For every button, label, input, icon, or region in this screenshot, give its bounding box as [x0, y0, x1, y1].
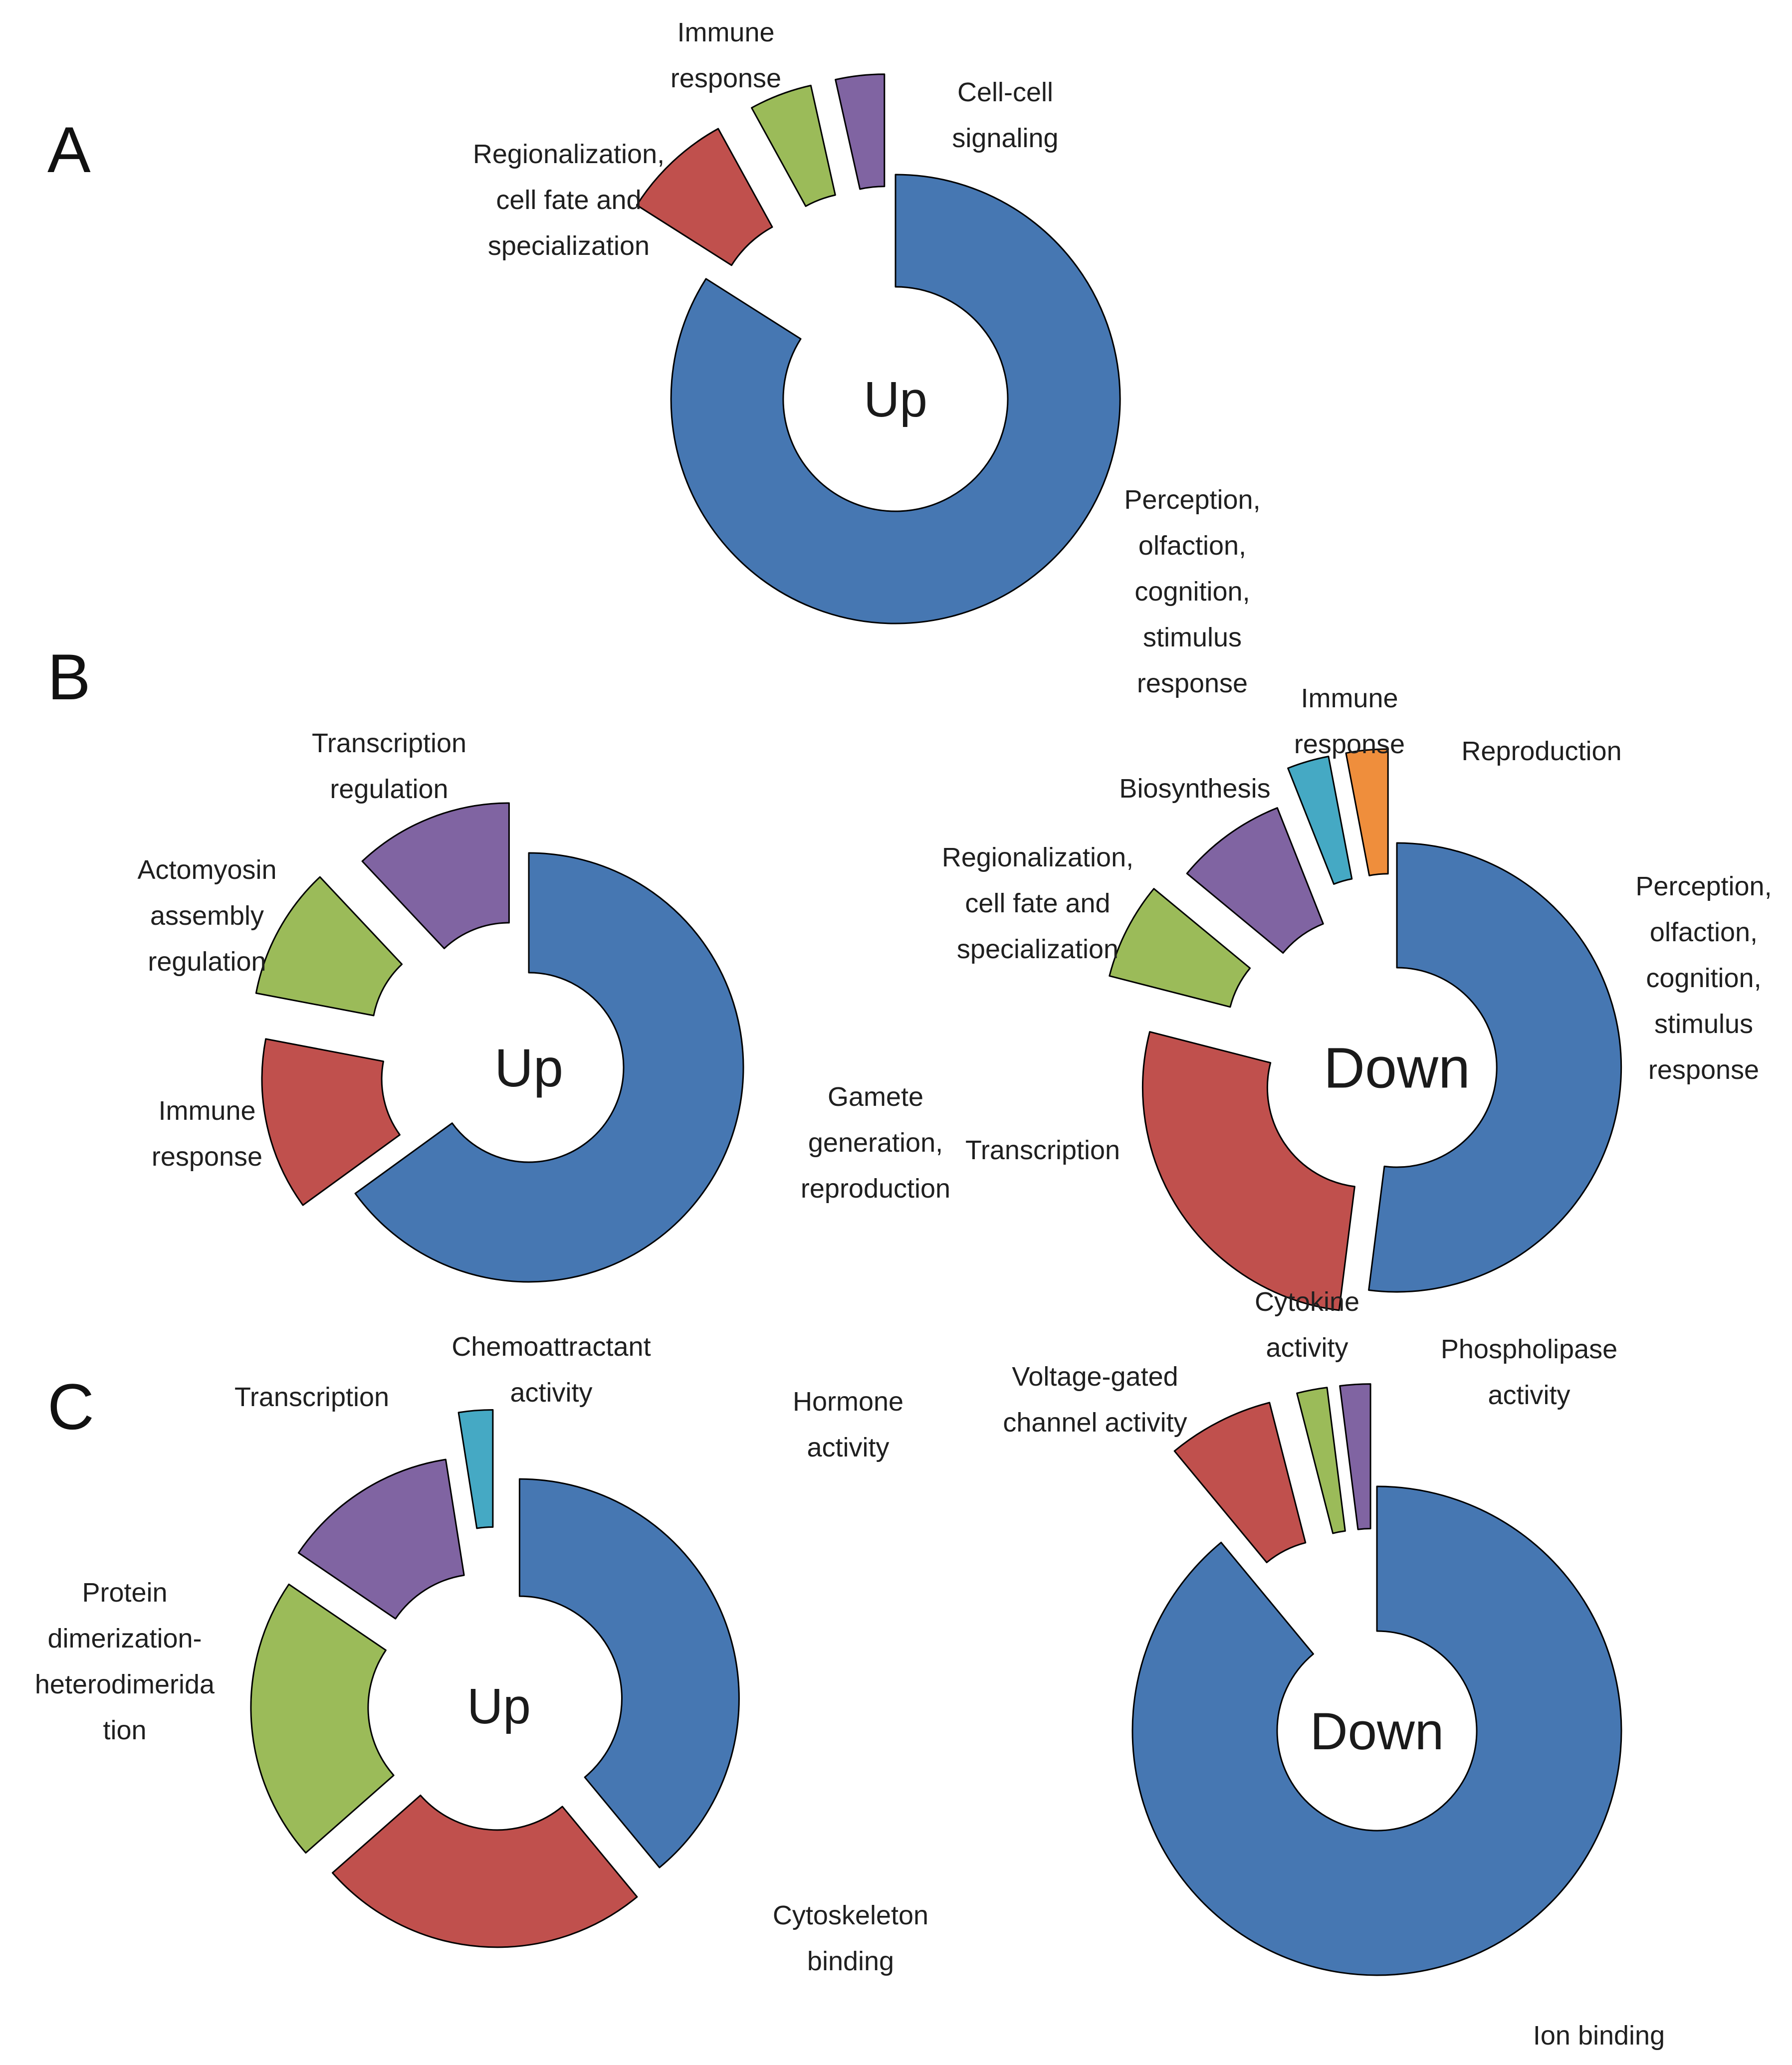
center-label-a-up: Up — [864, 372, 927, 427]
panel-letter-c: C — [47, 1370, 94, 1443]
slice-c-up-4 — [457, 1409, 494, 1529]
slice-c-down-3 — [1339, 1383, 1371, 1530]
slice-b-up-1 — [261, 1038, 401, 1206]
slice-c-up-0 — [518, 1478, 740, 1868]
slice-b-down-1 — [1142, 1031, 1355, 1311]
panel-letter-a: A — [47, 113, 91, 186]
center-label-b-up: Up — [494, 1037, 563, 1098]
panel-letter-b: B — [47, 640, 91, 713]
slice-c-down-2 — [1296, 1387, 1346, 1534]
slice-b-down-4 — [1287, 756, 1353, 885]
slice-c-down-1 — [1173, 1402, 1307, 1563]
label-c-down-0: Ion binding — [1533, 2021, 1665, 2051]
slice-b-up-2 — [255, 876, 403, 1017]
slice-a-up-2 — [751, 84, 836, 207]
slice-c-up-3 — [297, 1458, 465, 1620]
center-label-c-up: Up — [467, 1678, 531, 1734]
label-b-down-5: Reproduction — [1461, 736, 1621, 766]
label-b-down-3: Biosynthesis — [1119, 774, 1270, 804]
slice-c-down-0 — [1131, 1485, 1622, 1976]
slice-a-up-3 — [835, 73, 886, 190]
slice-b-up-3 — [361, 802, 510, 949]
slice-c-up-2 — [250, 1583, 395, 1854]
label-c-up-3: Transcription — [234, 1382, 389, 1412]
center-label-b-down: Down — [1324, 1036, 1470, 1100]
slice-b-down-2 — [1109, 888, 1251, 1008]
center-label-c-down: Down — [1310, 1702, 1444, 1761]
slice-a-up-1 — [636, 128, 773, 266]
slice-b-down-5 — [1345, 748, 1389, 876]
slice-b-down-0 — [1368, 842, 1622, 1293]
slice-b-down-3 — [1186, 807, 1324, 954]
label-b-down-1: Transcription — [965, 1135, 1120, 1165]
slice-b-up-0 — [354, 852, 744, 1283]
slice-c-up-1 — [332, 1794, 638, 1948]
slice-a-up-0 — [670, 174, 1121, 624]
